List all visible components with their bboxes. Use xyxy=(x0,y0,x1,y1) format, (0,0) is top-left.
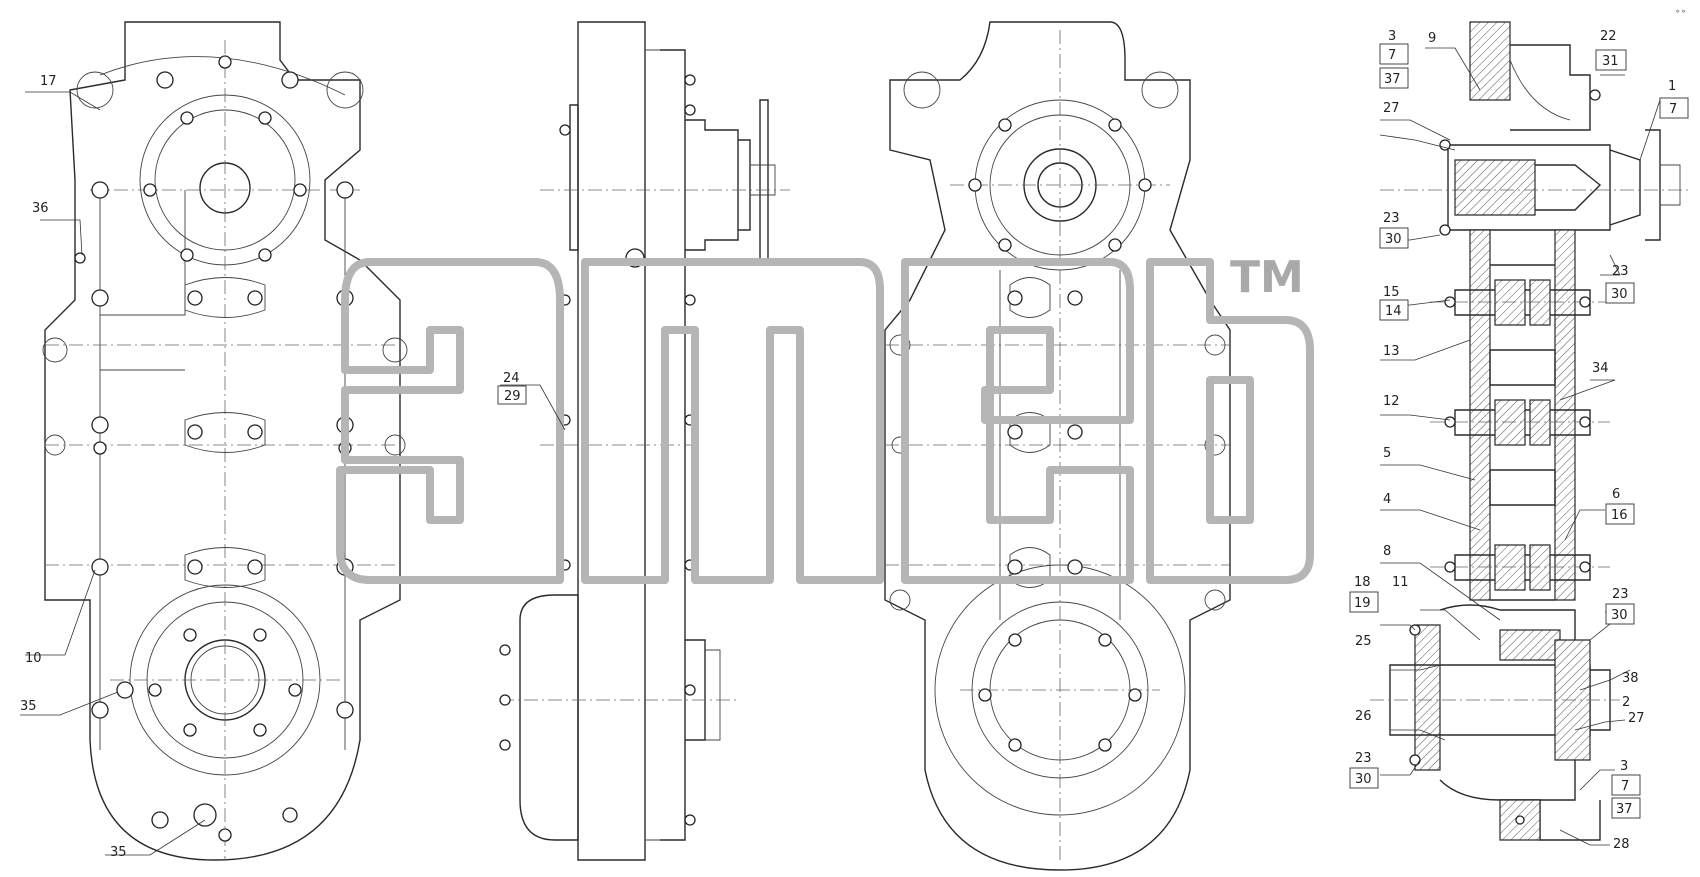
callout-30-d-box xyxy=(1349,767,1379,789)
callout-19-box xyxy=(1349,591,1379,613)
callout-23-c: 23 xyxy=(1612,587,1629,602)
leader-lines xyxy=(20,47,1661,856)
callout-7-lower: 7 xyxy=(1621,779,1629,794)
callout-37-upper-box xyxy=(1379,67,1409,89)
callout-12: 12 xyxy=(1383,394,1400,409)
callout-15: 15 xyxy=(1383,285,1400,300)
callout-24: 24 xyxy=(503,371,520,386)
callout-10: 10 xyxy=(25,651,42,666)
callout-37-upper: 37 xyxy=(1384,72,1401,87)
section-shafts xyxy=(1454,279,1591,591)
callout-7-right-box xyxy=(1659,97,1689,119)
callout-23-d: 23 xyxy=(1355,751,1372,766)
callout-27-lower: 27 xyxy=(1628,711,1645,726)
callout-37-lower-box xyxy=(1611,797,1641,819)
callout-28: 28 xyxy=(1613,837,1630,852)
side-view xyxy=(499,21,790,861)
callout-7-lower-box xyxy=(1611,774,1641,796)
callout-11: 11 xyxy=(1392,575,1409,590)
callout-31: 31 xyxy=(1602,54,1619,69)
callout-30-b: 30 xyxy=(1611,287,1628,302)
callout-6: 6 xyxy=(1612,487,1620,502)
callout-22: 22 xyxy=(1600,29,1617,44)
callout-5: 5 xyxy=(1383,446,1391,461)
corner-mark: ∘∘ xyxy=(1675,7,1686,17)
callout-17: 17 xyxy=(40,74,57,89)
callout-30-c: 30 xyxy=(1611,608,1628,623)
callout-31-box xyxy=(1595,49,1627,71)
callout-30-d: 30 xyxy=(1355,772,1372,787)
rear-view xyxy=(884,21,1231,871)
callout-23-a: 23 xyxy=(1383,211,1400,226)
callout-23-b: 23 xyxy=(1612,264,1629,279)
callout-18: 18 xyxy=(1354,575,1371,590)
callout-2: 2 xyxy=(1622,695,1630,710)
callout-9: 9 xyxy=(1428,31,1436,46)
callout-30-a-box xyxy=(1379,227,1409,249)
callout-13: 13 xyxy=(1383,344,1400,359)
callout-3-lower: 3 xyxy=(1620,759,1628,774)
callout-29: 29 xyxy=(504,389,521,404)
callout-35-upper: 35 xyxy=(20,699,37,714)
callout-7-upper-box xyxy=(1379,43,1409,65)
callout-7-upper: 7 xyxy=(1388,48,1396,63)
callout-30-b-box xyxy=(1605,282,1635,304)
callout-8: 8 xyxy=(1383,544,1391,559)
callout-3-upper: 3 xyxy=(1388,29,1396,44)
callout-29-box xyxy=(497,385,527,405)
callout-16: 16 xyxy=(1611,508,1628,523)
callout-26: 26 xyxy=(1355,709,1372,724)
front-view xyxy=(42,21,408,861)
callout-1: 1 xyxy=(1668,79,1676,94)
section-view xyxy=(1370,21,1690,841)
callout-7-right: 7 xyxy=(1669,102,1677,117)
watermark-trademark: TM xyxy=(1230,252,1304,303)
callout-35-lower: 35 xyxy=(110,845,127,860)
callout-34: 34 xyxy=(1592,361,1609,376)
callout-30-c-box xyxy=(1605,603,1635,625)
callout-25: 25 xyxy=(1355,634,1372,649)
callout-36: 36 xyxy=(32,201,49,216)
callout-19: 19 xyxy=(1354,596,1371,611)
callouts: 17 36 10 35 35 24 29 3 7 37 27 9 22 31 1… xyxy=(20,29,1689,860)
watermark-logo: TM xyxy=(336,252,1314,584)
callout-38: 38 xyxy=(1622,671,1639,686)
callout-14: 14 xyxy=(1385,304,1402,319)
callout-14-box xyxy=(1379,299,1409,321)
callout-30-a: 30 xyxy=(1385,232,1402,247)
callout-37-lower: 37 xyxy=(1616,802,1633,817)
callout-27-upper: 27 xyxy=(1383,101,1400,116)
callout-16-box xyxy=(1605,503,1635,525)
callout-4: 4 xyxy=(1383,492,1391,507)
front-view-bolts xyxy=(74,55,354,842)
